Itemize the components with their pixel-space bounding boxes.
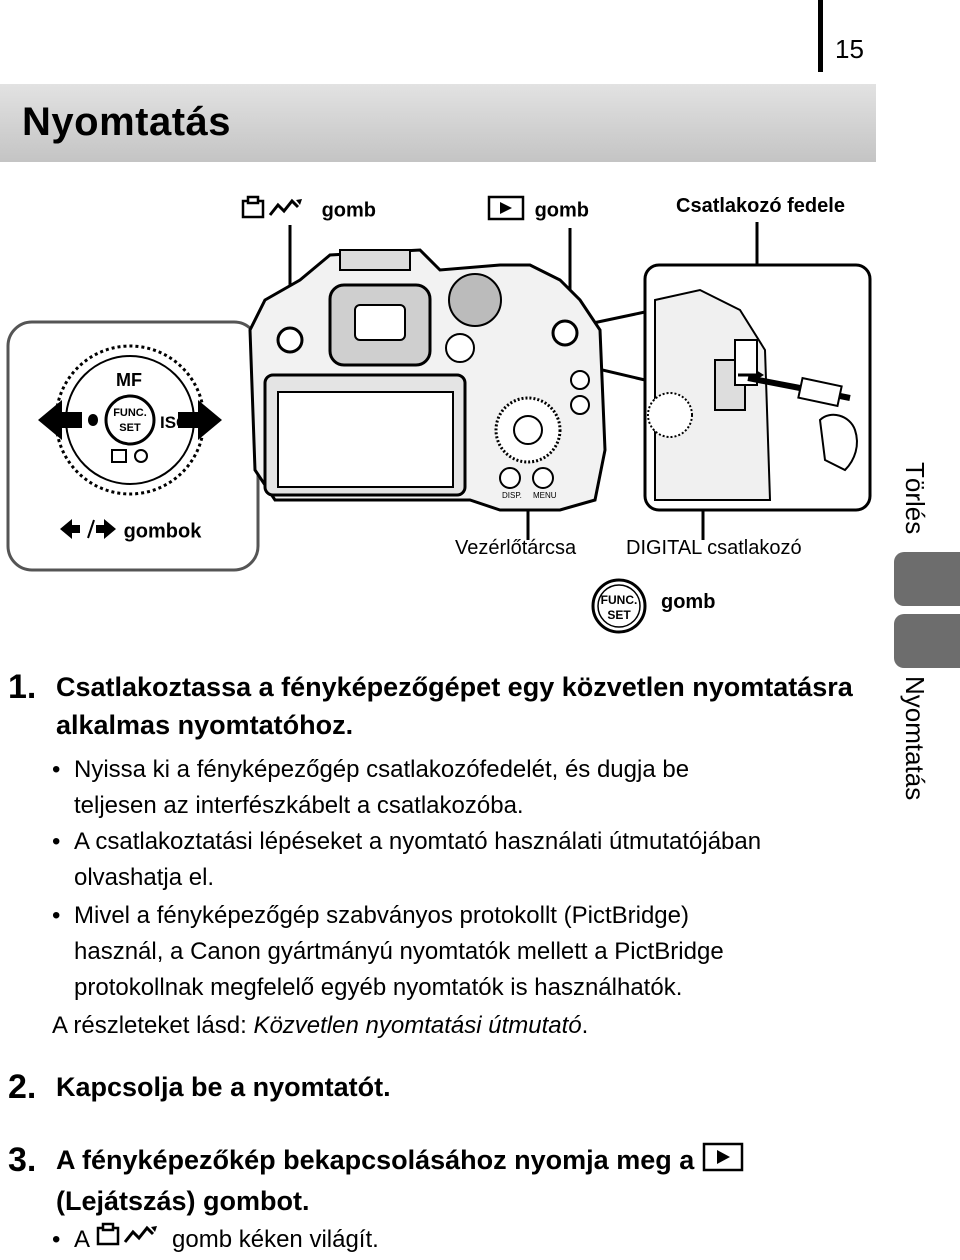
func-icon-bottom-text: SET [607,608,631,622]
drive-mode-icon [111,449,127,463]
page-title: Nyomtatás [22,100,232,144]
self-timer-icon [134,449,148,463]
step-1-text: Csatlakoztassa a fényképezőgépet egy köz… [56,672,853,740]
page-number-bar [818,0,823,72]
dial-func-text: FUNC. [113,407,147,419]
control-dial-label: Vezérlőtárcsa [455,537,577,559]
step-2-number: 2. [8,1068,37,1106]
step-3-number: 3. [8,1141,37,1179]
left-right-arrows-icon [58,516,118,548]
dial-set-text: SET [119,422,141,434]
right-arrow-icon [178,400,222,440]
title-band [0,84,876,162]
side-tab-nyomtatas[interactable] [894,614,960,668]
play-callout: gomb [487,195,589,227]
play-label: gomb [534,199,589,222]
page-number: 15 [835,34,864,64]
cam-menu-text: MENU [533,491,557,500]
play-icon [702,1142,746,1182]
print-share-icon [95,1222,165,1259]
step-2-text: Kapcsolja be a nyomtatót. [56,1072,391,1102]
digital-terminal-label: DIGITAL csatlakozó [626,537,802,559]
print-share-callout: gomb [240,195,376,227]
side-tab-torles[interactable] [894,552,960,606]
print-share-icon [240,195,316,227]
side-label-torles: Törlés [900,462,930,535]
print-share-label: gomb [321,199,376,222]
connector-cover-label: Csatlakozó fedele [676,195,845,217]
func-set-icon: FUNC. SET [590,577,648,640]
arrows-label: gombok [123,520,202,543]
guide-reference: Közvetlen nyomtatási útmutató [253,1012,582,1039]
left-arrow-icon [38,400,82,440]
step-1-number: 1. [8,668,37,706]
camera-illustration: MF FUNC. SET ISO DISP. MENU [6,222,872,572]
dial-mf-text: MF [116,370,142,390]
macro-icon [88,414,98,426]
func-icon-top-text: FUNC. [601,593,638,607]
func-set-label: gomb [661,591,716,613]
step-1-note: A részleteket lásd: Közvetlen nyomtatási… [52,1012,589,1039]
side-label-nyomtatas: Nyomtatás [900,676,930,801]
play-icon [487,195,529,227]
cam-disp-text: DISP. [502,491,522,500]
arrows-callout: gombok [58,516,201,548]
step-3-text: A fényképezőkép bekapcsolásához nyomja m… [56,1141,856,1220]
